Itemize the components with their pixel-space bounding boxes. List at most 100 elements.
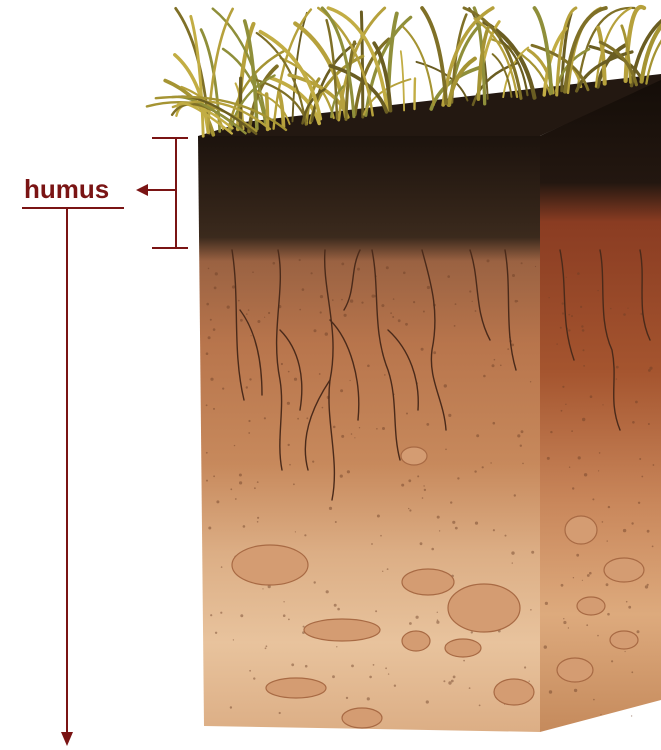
soil-speckle [437, 619, 439, 621]
soil-speckle [381, 304, 384, 307]
soil-speckle [401, 484, 404, 487]
soil-speckle [584, 473, 587, 476]
soil-speckle [283, 614, 286, 617]
soil-speckle [647, 530, 650, 533]
soil-speckle [302, 288, 305, 291]
soil-speckle [445, 449, 447, 451]
soil-speckle [568, 329, 570, 331]
soil-speckle [279, 712, 281, 714]
soil-speckle [649, 367, 652, 370]
soil-speckle [515, 300, 518, 303]
soil-speckle [220, 612, 222, 614]
soil-speckle [573, 577, 574, 578]
soil-speckle [631, 671, 633, 673]
stone [402, 569, 454, 595]
soil-speckle [354, 437, 355, 438]
soil-speckle [206, 480, 208, 482]
soil-speckle [268, 312, 270, 314]
humus-label: humus [24, 174, 109, 204]
stone [565, 516, 597, 544]
soil-speckle [639, 458, 641, 460]
soil-speckle [213, 408, 215, 410]
soil-speckle [341, 299, 343, 301]
soil-speckle [493, 529, 495, 531]
soil-speckle [350, 380, 351, 381]
soil-speckle [507, 348, 509, 350]
soil-speckle [333, 426, 336, 429]
soil-speckle [416, 616, 419, 619]
soil-speckle [403, 272, 406, 275]
soil-speckle [293, 483, 295, 485]
soil-speckle [577, 272, 580, 275]
soil-speckle [631, 522, 633, 524]
soil-speckle [394, 685, 396, 687]
stone [402, 631, 430, 651]
soil-speckle [376, 428, 378, 430]
soil-speckle [246, 313, 248, 315]
soil-speckle [265, 647, 267, 649]
soil-speckle [529, 681, 530, 682]
soil-speckle [254, 487, 256, 489]
grass-blade [361, 12, 362, 117]
soil-speckle [386, 266, 389, 269]
soil-speckle [426, 423, 429, 426]
soil-speckle [563, 618, 564, 619]
stone [445, 639, 481, 657]
soil-speckle [408, 479, 411, 482]
soil-speckle [384, 374, 386, 376]
soil-speckle [206, 452, 208, 454]
soil-speckle [549, 297, 550, 298]
soil-speckle [406, 413, 408, 415]
soil-speckle [243, 525, 246, 528]
soil-speckle [563, 621, 566, 624]
soil-speckle [616, 366, 619, 369]
soil-speckle [505, 535, 507, 537]
soil-speckle [635, 401, 638, 404]
soil-speckle [580, 306, 582, 308]
soil-speckle [249, 670, 251, 672]
soil-speckle [357, 268, 360, 271]
soil-speckle [314, 329, 317, 332]
stone [401, 447, 427, 465]
soil-speckle [545, 602, 548, 605]
soil-speckle [257, 320, 260, 323]
soil-speckle [322, 407, 324, 409]
soil-speckle [565, 404, 566, 405]
soil-speckle [273, 262, 276, 265]
soil-speckle [299, 309, 301, 311]
soil-speckle [266, 645, 268, 647]
soil-speckle [249, 378, 251, 380]
soil-speckle [239, 474, 242, 477]
soil-speckle [562, 386, 564, 388]
soil-speckle [392, 316, 394, 318]
soil-speckle [561, 410, 563, 412]
arrow-left-icon [136, 184, 148, 196]
soil-speckle [423, 311, 425, 313]
soil-speckle [586, 624, 588, 626]
soil-speckle [380, 535, 382, 537]
soil-speckle [549, 690, 552, 693]
soil-speckle [606, 583, 609, 586]
soil-speckle [359, 427, 360, 428]
soil-speckle [531, 551, 534, 554]
soil-speckle [514, 494, 516, 496]
soil-speckle [589, 572, 592, 575]
soil-speckle [388, 673, 389, 674]
soil-speckle [305, 665, 308, 668]
soil-speckle [590, 395, 593, 398]
soil-speckle [574, 689, 577, 692]
soil-speckle [240, 614, 243, 617]
soil-speckle [439, 530, 440, 531]
soil-speckle [239, 481, 242, 484]
soil-speckle [627, 308, 628, 309]
soil-speckle [216, 500, 219, 503]
stone [342, 708, 382, 728]
stone [448, 584, 520, 632]
front-face [198, 136, 540, 732]
soil-speckle [252, 271, 254, 273]
soil-speckle [474, 470, 476, 472]
soil-speckle [522, 463, 524, 465]
side-face [540, 78, 661, 732]
soil-speckle [453, 676, 456, 679]
soil-speckle [332, 299, 334, 301]
